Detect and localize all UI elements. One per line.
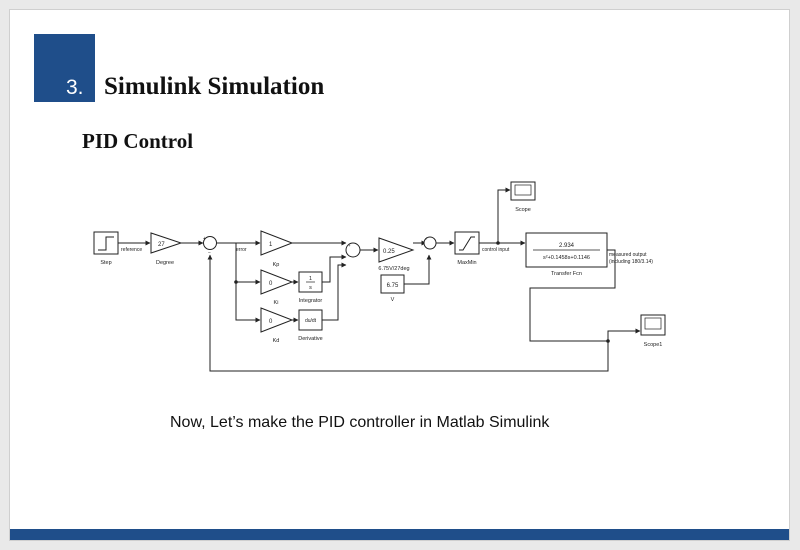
degree-gain-block[interactable]: 27 Degree xyxy=(150,232,183,266)
transfer-fcn-block[interactable]: 2.934 s²+0.1458s+0.1146 Transfer Fcn xyxy=(525,232,608,277)
sum-error-block[interactable]: + − xyxy=(203,236,217,256)
integrator-label: Integrator xyxy=(299,298,323,304)
scope1-label: Scope1 xyxy=(644,342,663,348)
kd-gain-block[interactable]: 0 Kd xyxy=(260,307,294,344)
signal-error-label: error xyxy=(236,247,247,253)
sum-pid-plus: + xyxy=(348,243,351,248)
voltage-gain-block[interactable]: 0.25 6.75V/27deg xyxy=(378,237,415,272)
transfer-fcn-numerator: 2.934 xyxy=(559,243,575,249)
derivative-label: Derivative xyxy=(298,336,322,342)
slide: 3. Simulink Simulation PID Control xyxy=(9,9,790,541)
kp-gain-block[interactable]: 1 Kp xyxy=(260,230,294,268)
constant-v-label: V xyxy=(391,297,395,303)
ki-label: Ki xyxy=(274,300,279,306)
sum-pid-block[interactable]: + xyxy=(345,242,361,258)
slide-subtitle: PID Control xyxy=(82,129,194,153)
kd-label: Kd xyxy=(273,338,280,344)
integrator-denominator: s xyxy=(309,285,312,291)
slide-caption: Now, Let’s make the PID controller in Ma… xyxy=(170,414,550,431)
saturation-block[interactable]: MaxMin xyxy=(454,231,480,266)
step-label: Step xyxy=(100,260,111,266)
signal-measured-output-note: (including 180/3.14) xyxy=(609,259,653,265)
bottom-accent-bar xyxy=(10,529,789,540)
transfer-fcn-label: Transfer Fcn xyxy=(551,271,582,277)
signal-control-input-label: control input xyxy=(482,247,510,253)
derivative-value: du/dt xyxy=(305,318,317,324)
derivative-block[interactable]: du/dt Derivative xyxy=(298,309,323,342)
sum-offset-block[interactable]: + xyxy=(423,236,437,250)
simulink-diagram: Step 27 Degree + − 1 Kp 0 Ki 0 Kd xyxy=(93,181,666,372)
signal-reference-label: reference xyxy=(121,247,142,253)
constant-v-value: 6.75 xyxy=(387,283,399,289)
section-number: 3. xyxy=(66,76,84,99)
sum-offset-plus: + xyxy=(425,236,428,241)
slide-title: Simulink Simulation xyxy=(104,73,325,100)
scope-label: Scope xyxy=(515,207,531,213)
integrator-numerator: 1 xyxy=(309,276,312,282)
integrator-block[interactable]: 1 s Integrator xyxy=(298,271,323,304)
scope1-block[interactable]: Scope1 xyxy=(640,314,666,348)
kd-value: 0 xyxy=(269,319,273,325)
kp-value: 1 xyxy=(269,242,273,248)
degree-value: 27 xyxy=(158,242,165,248)
section-number-box xyxy=(34,34,95,102)
voltage-gain-value: 0.25 xyxy=(383,249,395,255)
signal-lines xyxy=(118,187,641,372)
branch-points xyxy=(234,241,610,343)
ki-value: 0 xyxy=(269,281,273,287)
sum-error-plus: + xyxy=(203,236,206,242)
step-block[interactable]: Step xyxy=(93,231,119,266)
signal-measured-output-label: measured output xyxy=(609,252,647,258)
ki-gain-block[interactable]: 0 Ki xyxy=(260,269,294,306)
scope-block[interactable]: Scope xyxy=(510,181,536,213)
voltage-gain-label: 6.75V/27deg xyxy=(378,266,409,272)
transfer-fcn-denominator: s²+0.1458s+0.1146 xyxy=(543,255,590,261)
degree-label: Degree xyxy=(156,260,174,266)
saturation-label: MaxMin xyxy=(457,260,476,266)
sum-error-minus: − xyxy=(208,250,211,256)
constant-v-block[interactable]: 6.75 V xyxy=(380,274,405,303)
kp-label: Kp xyxy=(273,262,280,268)
